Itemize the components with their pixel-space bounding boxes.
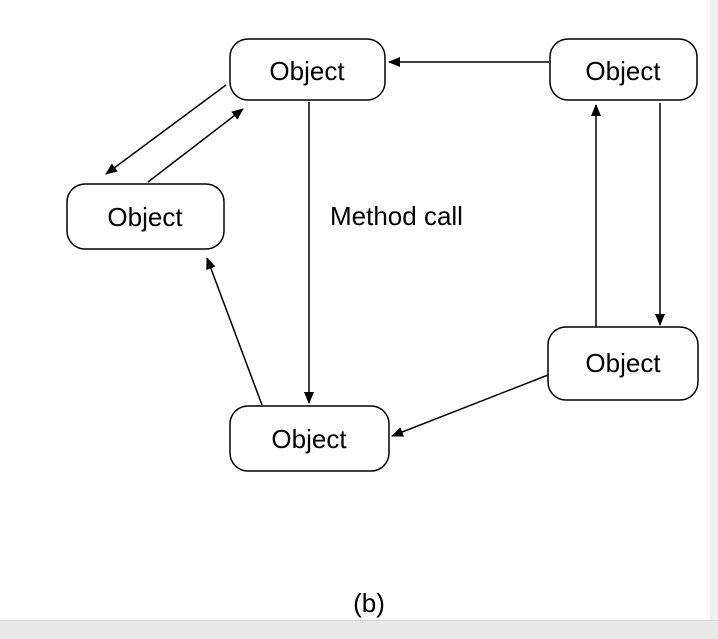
arrow-middle-left-to-top-center — [147, 108, 244, 183]
arrow-bottom-center-to-middle-left — [206, 257, 263, 406]
object-node-label: Object — [585, 348, 661, 378]
object-node-bottom-right: Object — [547, 326, 699, 401]
arrow-top-center-to-middle-left — [105, 84, 227, 175]
object-node-middle-left: Object — [66, 183, 225, 250]
object-node-box — [549, 38, 698, 101]
object-node-top-center: Object — [229, 38, 386, 101]
right-edge-strip — [710, 0, 718, 620]
object-node-label: Object — [585, 56, 661, 86]
object-node-box — [229, 405, 390, 472]
object-node-box — [66, 183, 225, 250]
object-node-label: Object — [271, 424, 347, 454]
figure-caption: (b) — [353, 588, 385, 618]
object-node-label: Object — [107, 202, 183, 232]
object-node-box — [229, 38, 386, 101]
object-node-top-right: Object — [549, 38, 698, 101]
edges-group — [105, 57, 665, 437]
object-node-box — [547, 326, 699, 401]
method-call-label: Method call — [330, 201, 463, 231]
bottom-bar — [0, 620, 718, 639]
arrow-bottom-right-to-bottom-center — [391, 374, 549, 437]
object-node-label: Object — [269, 56, 345, 86]
object-node-bottom-center: Object — [229, 405, 390, 472]
